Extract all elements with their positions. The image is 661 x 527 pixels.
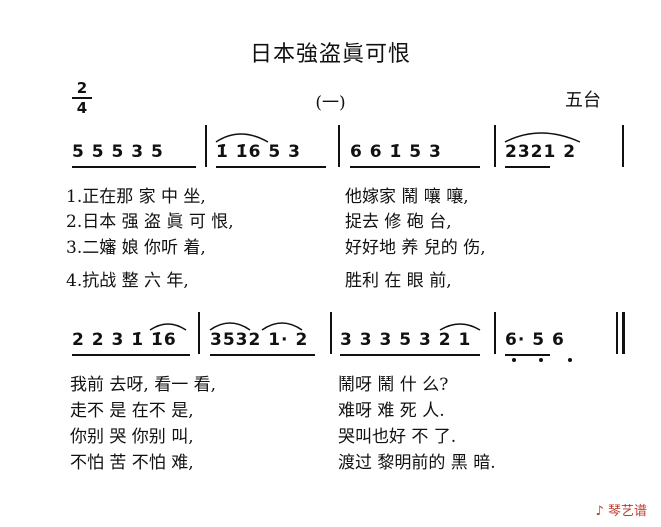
measure-4: 2321 2	[505, 142, 577, 162]
section-number: (一)	[315, 93, 346, 113]
lyric-line-8a: 不怕 苦 不怕 难,	[70, 453, 194, 473]
beam-underline	[72, 166, 196, 168]
measure-5: 2 2 3 1̇ 1̇6	[72, 330, 177, 350]
barline	[205, 125, 207, 167]
beam-underline	[350, 166, 480, 168]
beam-underline	[216, 166, 326, 168]
measure-6: 3532 1· 2	[210, 330, 309, 350]
lyric-line-3b: 好好地 养 兒的 伤,	[345, 238, 486, 258]
lyric-line-5b: 鬧呀 鬧 什 么?	[338, 375, 449, 395]
logo-text: 琴艺谱	[607, 504, 647, 519]
slur	[504, 132, 581, 143]
logo-mark-icon: ♪	[595, 504, 604, 519]
song-origin: 五台	[565, 90, 601, 111]
measure-3: 6 6 1̇ 5 3	[350, 142, 442, 162]
watermark-logo: ♪ 琴艺谱	[596, 500, 647, 519]
barline	[494, 125, 496, 167]
beam-underline	[505, 166, 550, 168]
lyric-line-4a: 4.抗战 整 六 年,	[66, 271, 189, 291]
barline	[494, 312, 496, 354]
slur	[261, 322, 303, 331]
beam-underline	[210, 354, 315, 356]
lyric-line-2a: 2.日本 强 盗 眞 可 恨,	[66, 212, 234, 232]
measure-2: 1̇ 1̇6 5 3	[216, 142, 301, 162]
lyric-line-7b: 哭叫也好 不 了.	[338, 427, 457, 447]
final-barline-thin	[616, 312, 618, 354]
slur	[215, 133, 269, 143]
lyric-line-7a: 你别 哭 你别 叫,	[70, 427, 194, 447]
barline	[330, 312, 332, 354]
time-signature-bottom: 4	[76, 99, 88, 117]
slur	[209, 322, 251, 331]
lower-octave-dot	[539, 358, 543, 362]
lyric-line-3a: 3.二嬸 娘 你听 着,	[66, 238, 206, 258]
barline	[338, 125, 340, 167]
lower-octave-dot	[512, 358, 516, 362]
lyric-line-5a: 我前 去呀, 看一 看,	[70, 375, 217, 395]
lower-octave-dot	[568, 358, 572, 362]
beam-underline	[505, 354, 550, 356]
measure-1: 5 5 5 3 5	[72, 142, 164, 162]
time-signature: 2 4	[72, 80, 92, 116]
measure-8: 6· 5 6	[505, 330, 565, 350]
slur	[439, 323, 481, 331]
lyric-line-2b: 捉去 修 砲 台,	[345, 212, 452, 232]
slur	[149, 323, 187, 331]
beam-underline	[340, 354, 480, 356]
lyric-line-1b: 他嫁家 鬧 嚷 嚷,	[345, 187, 469, 207]
beam-underline	[72, 354, 190, 356]
measure-7: 3 3 3 5 3 2 1	[340, 330, 472, 350]
lyric-line-6b: 难呀 难 死 人.	[338, 401, 445, 421]
final-barline-thick	[622, 312, 625, 354]
barline	[198, 312, 200, 354]
final-barline	[622, 125, 624, 167]
lyric-line-8b: 渡过 黎明前的 黑 暗.	[338, 453, 496, 473]
lyric-line-1a: 1.正在那 家 中 坐,	[66, 187, 206, 207]
lyric-line-6a: 走不 是 在不 是,	[70, 401, 194, 421]
song-title: 日本強盗眞可恨	[249, 42, 411, 67]
time-signature-top: 2	[76, 79, 88, 97]
lyric-line-4b: 胜利 在 眼 前,	[345, 271, 452, 291]
